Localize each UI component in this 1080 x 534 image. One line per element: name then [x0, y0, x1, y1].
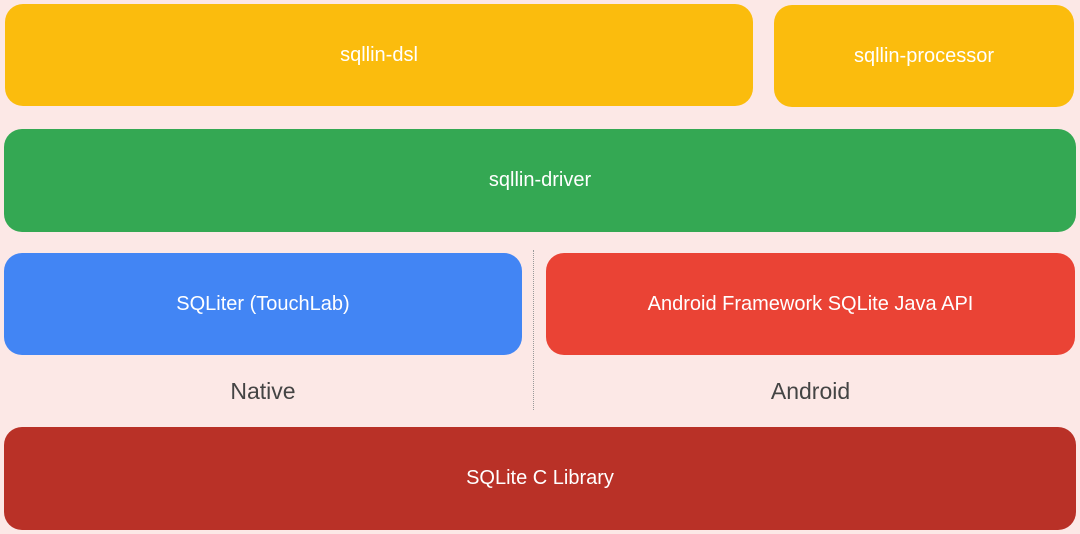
sqllin-dsl-block: sqllin-dsl [5, 4, 753, 106]
sqllin-processor-block: sqllin-processor [774, 5, 1074, 107]
sqlite-c-library-block: SQLite C Library [4, 427, 1076, 530]
sqllin-dsl-label: sqllin-dsl [340, 43, 418, 66]
sqllin-driver-block: sqllin-driver [4, 129, 1076, 232]
platform-divider [533, 250, 534, 410]
sqlite-c-library-label: SQLite C Library [466, 467, 614, 489]
sqllin-processor-label: sqllin-processor [853, 44, 995, 67]
native-platform-label: Native [230, 378, 296, 404]
android-platform-label: Android [770, 378, 851, 404]
sqliter-block: SQLiter (TouchLab) [4, 253, 522, 355]
android-sqlite-api-label: Android Framework SQLite Java API [647, 292, 974, 315]
sqliter-label: SQLiter (TouchLab) [176, 292, 350, 315]
android-sqlite-api-block: Android Framework SQLite Java API [546, 253, 1075, 355]
sqllin-driver-label: sqllin-driver [488, 169, 592, 191]
